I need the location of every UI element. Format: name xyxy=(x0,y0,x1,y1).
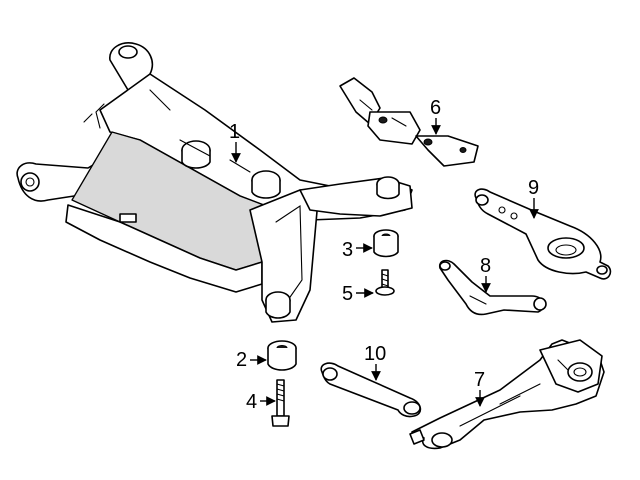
callout-2: 2 xyxy=(236,349,267,371)
callout-5: 5 xyxy=(342,283,374,305)
callout-label-1: 1 xyxy=(229,121,240,143)
subframe-part[interactable] xyxy=(16,42,413,323)
callout-label-6: 6 xyxy=(430,97,441,119)
lower-bushing-part[interactable] xyxy=(267,340,297,371)
callout-10: 10 xyxy=(364,343,386,381)
callout-4: 4 xyxy=(246,391,276,413)
callout-9: 9 xyxy=(528,177,539,219)
short-bolt-part[interactable] xyxy=(375,269,395,296)
callout-label-2: 2 xyxy=(236,349,247,371)
lateral-link-part[interactable] xyxy=(320,362,422,418)
callout-label-8: 8 xyxy=(480,255,491,277)
trailing-arm-part[interactable] xyxy=(409,339,605,450)
callout-label-9: 9 xyxy=(528,177,539,199)
lower-control-arm-part[interactable] xyxy=(474,188,612,280)
callout-3: 3 xyxy=(342,239,373,261)
callout-label-5: 5 xyxy=(342,283,353,305)
upper-bushing-part[interactable] xyxy=(373,229,399,258)
callout-8: 8 xyxy=(480,255,491,293)
callout-7: 7 xyxy=(474,369,485,407)
callout-1: 1 xyxy=(229,121,241,163)
callout-label-3: 3 xyxy=(342,239,353,261)
long-bolt-part[interactable] xyxy=(271,379,290,427)
callout-label-4: 4 xyxy=(246,391,257,413)
callout-6: 6 xyxy=(430,97,441,135)
bracket-part[interactable] xyxy=(339,77,479,167)
upper-control-arm-part[interactable] xyxy=(438,259,547,316)
callout-label-7: 7 xyxy=(474,369,485,391)
callout-label-10: 10 xyxy=(364,343,386,365)
